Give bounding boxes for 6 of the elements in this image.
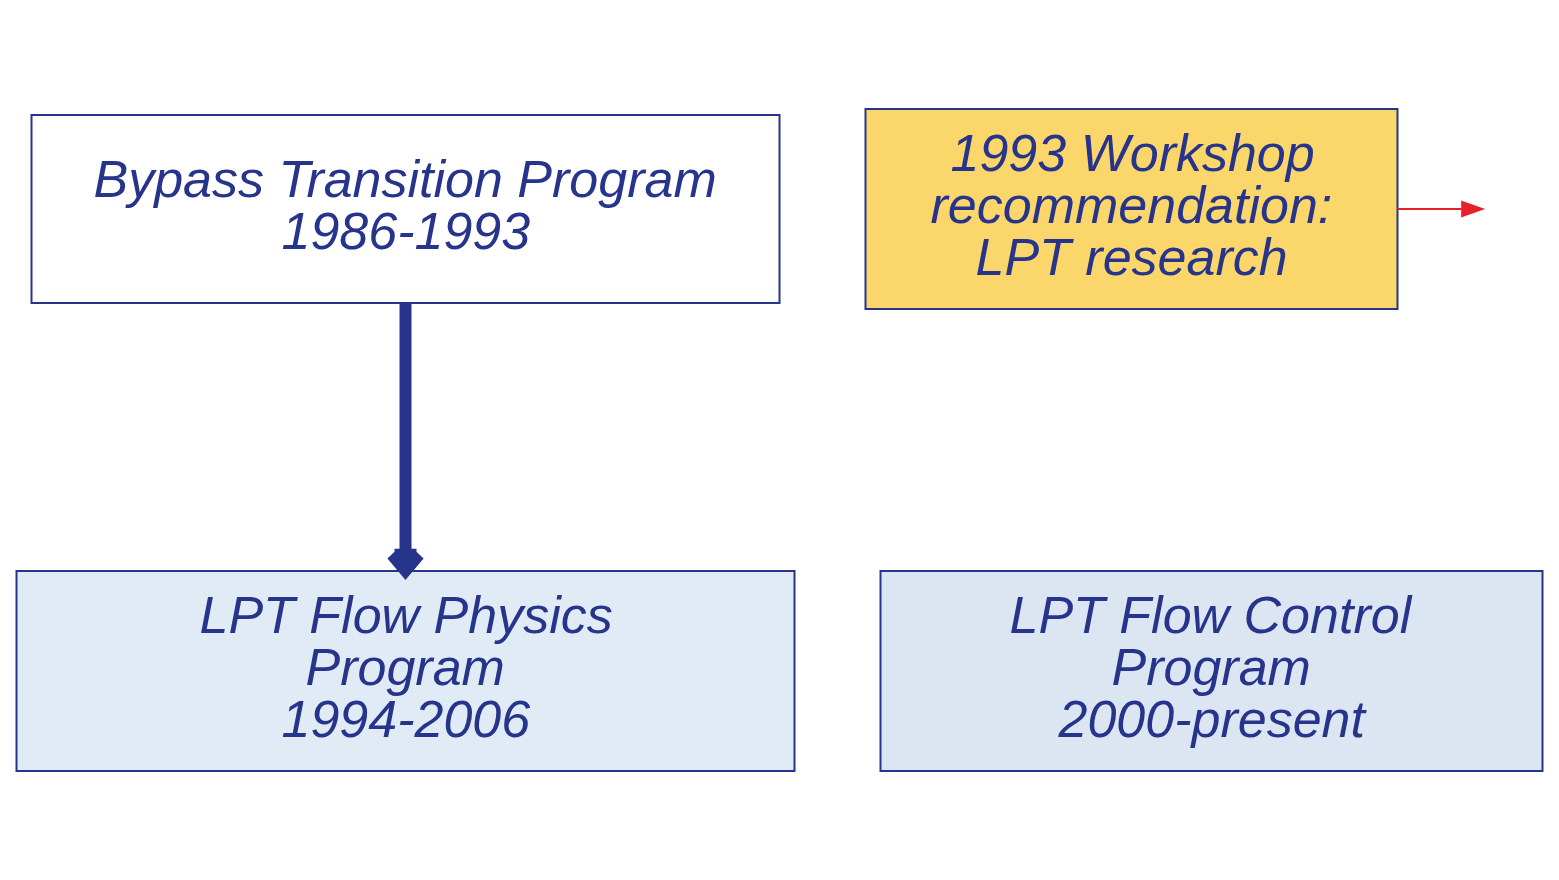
node-box: LPT Flow Physics Program 1994-2006: [15, 570, 796, 772]
node-box: LPT Flow Control Program 2000-present: [879, 570, 1544, 772]
node-box: 1993 Workshop recommendation: LPT research: [864, 108, 1399, 310]
arrow: [386, 303, 425, 577]
node-box: Bypass Transition Program 1986-1993: [30, 114, 781, 304]
arrow: [1396, 200, 1486, 218]
